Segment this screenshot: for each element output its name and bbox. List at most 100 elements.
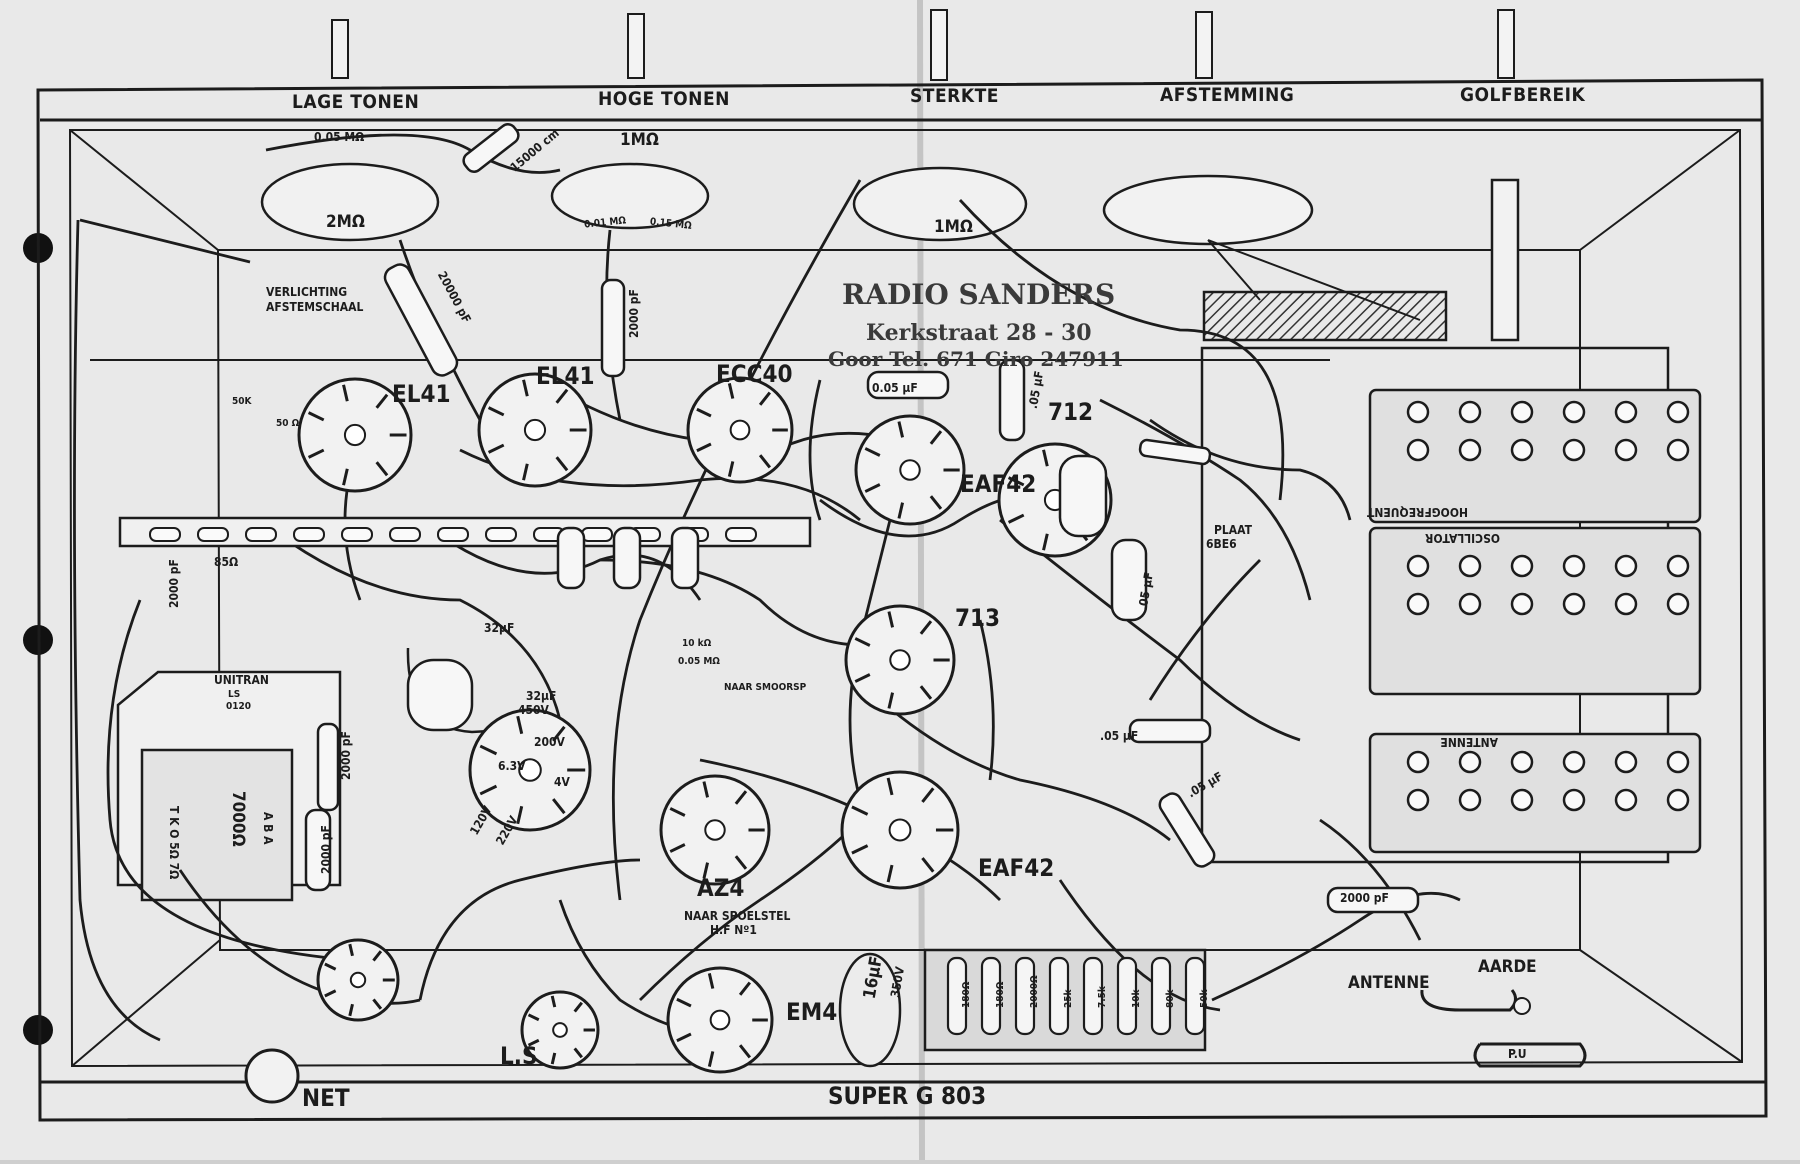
component xyxy=(600,278,626,378)
wire xyxy=(106,599,351,962)
component xyxy=(1128,718,1212,744)
tube-pin xyxy=(758,454,772,469)
wire xyxy=(978,619,995,781)
tube-pin xyxy=(887,611,895,628)
label-golfbereik: GOLFBEREIK xyxy=(1460,84,1586,106)
tube-pin xyxy=(864,447,881,457)
tube-pin xyxy=(854,637,871,647)
strip-resistor-label: 80k xyxy=(1165,988,1176,1008)
strip-resistor-body xyxy=(1150,956,1172,1036)
coil-screw xyxy=(1510,400,1534,424)
component-body xyxy=(556,526,586,590)
coil-screw xyxy=(1614,592,1638,616)
component-body xyxy=(998,358,1026,442)
tube-pin xyxy=(552,798,566,815)
coil-screw xyxy=(1458,400,1482,424)
tube-socket-center xyxy=(729,419,751,441)
coil-screw xyxy=(1614,788,1638,812)
res-85ohm-label: 85Ω xyxy=(214,555,238,569)
potentiometer-bodies xyxy=(260,162,1028,242)
component xyxy=(612,526,642,590)
tube-pin xyxy=(487,443,505,454)
cap-2000pf-a-label: 2000 pF xyxy=(627,289,641,338)
strip-resistor-label: 180Ω xyxy=(995,981,1006,1008)
component-body xyxy=(612,526,642,590)
tube-pin xyxy=(864,483,881,493)
tube-pin xyxy=(727,461,735,477)
chassis-frame xyxy=(36,78,1768,1122)
coil-screw xyxy=(1562,788,1586,812)
model-name: SUPER G 803 xyxy=(828,1082,986,1110)
note-plaat-sub: 6BE6 xyxy=(1206,537,1237,551)
tube-pin xyxy=(734,855,748,870)
verlichting-label-1: VERLICHTING xyxy=(266,285,347,299)
component xyxy=(998,358,1026,442)
coil-screw xyxy=(1406,750,1430,774)
cap-32uf-b-label: 32μF xyxy=(526,689,556,703)
control-shafts xyxy=(331,9,1515,81)
tube-pin xyxy=(921,857,935,873)
coil-screw xyxy=(1614,554,1638,578)
strip-resistor xyxy=(485,527,517,542)
coil-screw xyxy=(1406,592,1430,616)
tube-socket-center xyxy=(523,418,547,442)
strip-resistor xyxy=(581,527,613,542)
component xyxy=(1326,886,1420,914)
tube-pin xyxy=(929,430,943,445)
strip-resistor-body xyxy=(946,956,968,1036)
tube-pin xyxy=(522,463,529,481)
component-body xyxy=(866,370,950,400)
strip-resistor-body xyxy=(980,956,1002,1036)
coil-screw xyxy=(1666,438,1690,462)
verlichting-label-2: AFSTEMSCHAAL xyxy=(266,300,363,314)
coil-screw xyxy=(1510,788,1534,812)
tube-em4: EM4 xyxy=(786,998,837,1026)
transformer-sub1: LS xyxy=(228,689,240,700)
strip-resistor-label: 25k xyxy=(1063,988,1074,1008)
wire xyxy=(1211,891,1461,1002)
wire xyxy=(1099,398,1312,601)
tube-pin xyxy=(527,1038,540,1047)
tube-socket-center xyxy=(343,423,367,447)
coil-screw xyxy=(1614,750,1638,774)
component-body xyxy=(600,278,626,378)
coil-screw xyxy=(1458,554,1482,578)
strip-resistor xyxy=(149,527,181,542)
component-body xyxy=(406,658,474,732)
label-sterkte: STERKTE xyxy=(910,85,999,107)
wire xyxy=(999,518,1301,742)
coil-screw xyxy=(1666,592,1690,616)
earth-terminal xyxy=(1513,997,1531,1015)
note-naar-spoelstel: NAAR SPOELSTEL xyxy=(684,909,790,923)
tube-pin xyxy=(919,620,933,635)
component-body xyxy=(1110,538,1148,622)
tube-ecc40: ECC40 xyxy=(716,360,793,388)
tube-socket-center xyxy=(709,1009,731,1031)
coil-screw xyxy=(1666,400,1690,424)
coil-screw xyxy=(1458,438,1482,462)
strip-resistor-label: 2000Ω xyxy=(1029,975,1040,1008)
tube-pin xyxy=(1042,449,1049,467)
binder-hole xyxy=(23,1015,53,1045)
tube-pin xyxy=(669,807,686,817)
cap-2000pf-e-label: 2000 pF xyxy=(167,559,181,608)
tube-az4: AZ4 xyxy=(697,874,744,902)
cap-005uf-a-label: 0.05 μF xyxy=(872,381,918,395)
cap-005uf-c-label: .05 μF xyxy=(1100,729,1138,743)
label-lage-tonen: LAGE TONEN xyxy=(292,91,419,113)
voltage-350v-label: 350V xyxy=(888,965,907,998)
tube-socket-center xyxy=(704,819,726,841)
tube-pin xyxy=(758,391,772,406)
component xyxy=(1138,438,1212,466)
component xyxy=(556,526,586,590)
wire xyxy=(1319,818,1422,941)
component-body xyxy=(316,722,340,812)
strip-resistor-body xyxy=(1184,956,1206,1036)
connector-pu-label: P.U xyxy=(1508,1047,1527,1061)
tube-pin xyxy=(887,692,895,709)
connector-ls-label: L.S xyxy=(500,1042,538,1070)
coil-screw xyxy=(1666,750,1690,774)
strip-resistor xyxy=(293,527,325,542)
wire xyxy=(958,199,1285,501)
